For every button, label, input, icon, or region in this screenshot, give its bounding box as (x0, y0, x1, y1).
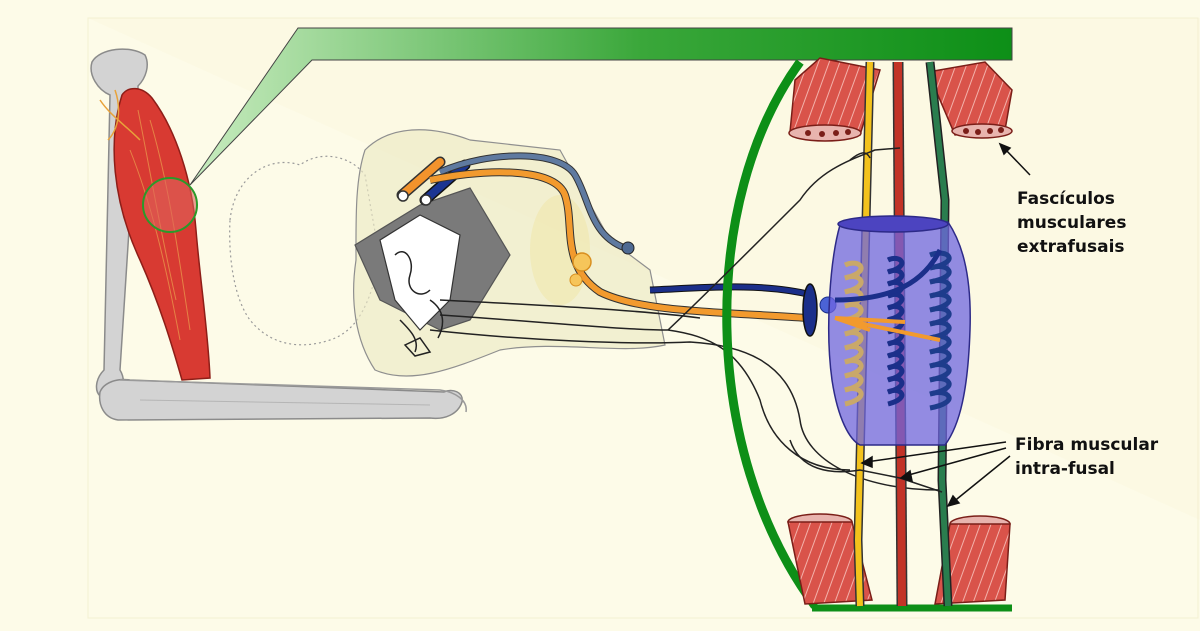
extrafusal-label-line-1: Fascículos (1017, 189, 1115, 209)
extrafusal-fascicles-label: Fascículos musculares extrafusais (1017, 187, 1126, 259)
intrafusal-label-line-2: intra-fusal (1015, 459, 1115, 479)
spinal-cord-section (229, 129, 666, 377)
intrafusal-label-line-1: Fibra muscular (1015, 435, 1159, 455)
label-arrows (860, 142, 1031, 508)
arm-illustration (90, 48, 467, 421)
sensory-coils (843, 250, 952, 411)
ganglion-cell (572, 252, 592, 272)
fascicle-bottom-right (934, 515, 1011, 605)
efferent-root-stub (419, 159, 471, 206)
zoom-callout (189, 27, 1013, 186)
biceps-muscle (99, 87, 211, 381)
fascicle-top-right (926, 61, 1013, 139)
fascicle-top-left (788, 57, 881, 142)
spindle-zoom-circle (142, 177, 198, 233)
fascicle-bottom-left (787, 513, 873, 605)
zoom-frame (722, 59, 1012, 612)
nerve-pathways (429, 152, 941, 491)
extrafusal-label-line-2: musculares (1017, 213, 1127, 233)
forearm-bones (98, 378, 467, 421)
spindle-capsule (827, 215, 971, 446)
extrafusal-label-line-3: extrafusais (1017, 237, 1125, 257)
intrafusal-fiber-label: Fibra muscular intra-fusal (1015, 433, 1158, 481)
extrafusal-fascicles (787, 57, 1013, 605)
gamma-motor-fibers (667, 147, 943, 493)
afferent-root-stub (396, 156, 446, 202)
